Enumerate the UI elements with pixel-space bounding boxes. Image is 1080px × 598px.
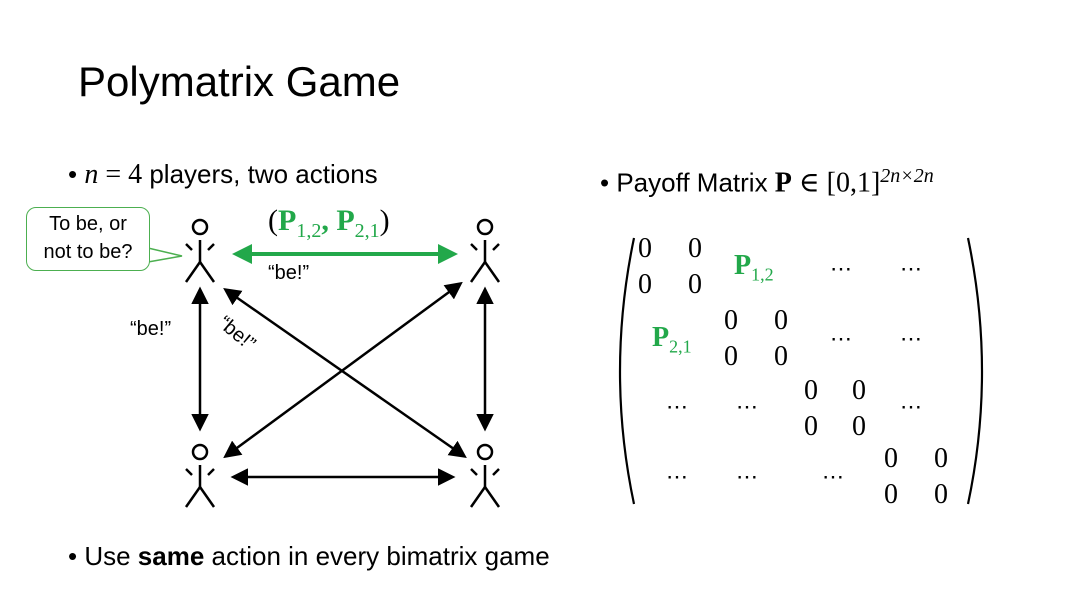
matrix-cell: 0 xyxy=(852,411,866,442)
matrix-cell: 0 xyxy=(884,479,898,510)
matrix-p21-subscript: 2,1 xyxy=(669,336,692,357)
p12-subscript: 1,2 xyxy=(296,220,322,242)
matrix-dots: ⋯ xyxy=(822,464,844,489)
edge-2-3 xyxy=(223,281,463,459)
matrix-dots: ⋯ xyxy=(666,394,688,419)
paren-open: ( xyxy=(268,204,278,237)
player-3-icon xyxy=(184,443,216,508)
math-eq: = 4 xyxy=(98,159,143,190)
matrix-dots: ⋯ xyxy=(830,256,852,281)
matrix-p21: P2,1 xyxy=(652,322,692,358)
matrix-cell: 0 xyxy=(884,443,898,474)
player-4-icon xyxy=(469,443,501,508)
bullet-players: • n = 4 players, two actions xyxy=(68,158,378,191)
bullet-marker: • xyxy=(68,159,85,189)
matrix-p12: P1,2 xyxy=(734,250,774,286)
p12-symbol: P xyxy=(278,204,297,237)
math-in-interval: ∈ [0,1] xyxy=(791,167,881,199)
matrix-dots: ⋯ xyxy=(830,326,852,351)
speech-bubble: To be, or not to be? xyxy=(26,207,150,271)
matrix-cell: 0 xyxy=(934,479,948,510)
p21-symbol: P xyxy=(336,204,355,237)
math-superscript: 2n×2n xyxy=(880,165,934,187)
p21-subscript: 2,1 xyxy=(354,220,380,242)
math-n: n xyxy=(84,159,99,190)
matrix-dots: ⋯ xyxy=(736,464,758,489)
matrix-left-bracket xyxy=(618,237,636,505)
bullet-payoff-text: • Payoff Matrix xyxy=(600,167,775,198)
bullet-same-action: • Use same action in every bimatrix game xyxy=(68,540,550,572)
quote-top: “be!” xyxy=(268,262,310,284)
edge-payoff-label: (P1,2, P2,1) xyxy=(268,204,390,243)
pair-comma: , xyxy=(321,204,337,237)
matrix-p12-subscript: 1,2 xyxy=(751,264,774,285)
matrix-cell: 0 xyxy=(774,341,788,372)
matrix-dots: ⋯ xyxy=(900,394,922,419)
quote-left: “be!” xyxy=(130,318,172,340)
player-2-icon xyxy=(469,218,501,283)
matrix-cell: 0 xyxy=(934,443,948,474)
matrix-cell: 0 xyxy=(804,411,818,442)
matrix-dots: ⋯ xyxy=(900,326,922,351)
math-P: P xyxy=(774,167,792,199)
matrix-cell: 0 xyxy=(774,305,788,336)
bullet-payoff: • Payoff Matrix P ∈ [0,1]2n×2n xyxy=(600,160,934,200)
matrix-cell: 0 xyxy=(688,233,702,264)
matrix-dots: ⋯ xyxy=(900,256,922,281)
bullet-same-suffix: action in every bimatrix game xyxy=(204,541,550,571)
paren-close: ) xyxy=(379,204,390,237)
bullet-same-prefix: • Use xyxy=(68,541,138,571)
matrix-right-bracket xyxy=(966,237,984,505)
matrix-cell: 0 xyxy=(804,375,818,406)
matrix-cell: 0 xyxy=(724,305,738,336)
speech-line-1: To be, or xyxy=(49,213,127,235)
matrix-dots: ⋯ xyxy=(736,394,758,419)
matrix-p21-symbol: P xyxy=(652,322,670,353)
matrix-cell: 0 xyxy=(724,341,738,372)
page-title: Polymatrix Game xyxy=(78,58,401,105)
speech-bubble-tail xyxy=(147,247,183,263)
matrix-cell: 0 xyxy=(638,233,652,264)
matrix-cell: 0 xyxy=(638,269,652,300)
bullet-same-bold: same xyxy=(137,541,205,571)
matrix-cell: 0 xyxy=(688,269,702,300)
player-1-icon xyxy=(184,218,216,283)
speech-line-2: not to be? xyxy=(43,241,133,263)
matrix-dots: ⋯ xyxy=(666,464,688,489)
matrix-p12-symbol: P xyxy=(734,250,752,281)
matrix-cell: 0 xyxy=(852,375,866,406)
bullet-players-text: players, two actions xyxy=(142,159,378,189)
